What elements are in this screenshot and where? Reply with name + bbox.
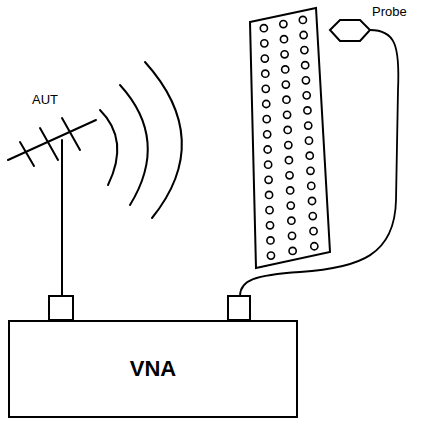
panel-hole xyxy=(282,81,289,88)
panel-hole xyxy=(288,232,295,239)
panel-hole xyxy=(305,137,312,144)
panel-hole xyxy=(262,85,269,92)
radio-wave xyxy=(145,62,182,218)
instrument-box: VNA xyxy=(8,320,298,418)
panel-hole xyxy=(280,36,287,43)
panel-hole xyxy=(262,70,269,77)
panel-hole xyxy=(301,47,308,54)
probe-symbol xyxy=(330,20,370,41)
instrument-name: VNA xyxy=(130,356,176,382)
panel-hole xyxy=(304,107,311,114)
panel-hole xyxy=(280,20,287,27)
part-label: Probe xyxy=(372,4,407,19)
panel-hole xyxy=(285,141,292,148)
panel-hole xyxy=(264,131,271,138)
panel-hole xyxy=(302,62,309,69)
panel-hole xyxy=(287,187,294,194)
panel-hole xyxy=(267,252,274,259)
panel-hole xyxy=(288,217,295,224)
panel-hole xyxy=(311,243,318,250)
panel-hole xyxy=(266,207,273,214)
probe-scan-panel xyxy=(250,8,330,268)
panel-hole xyxy=(265,191,272,198)
panel-hole xyxy=(309,212,316,219)
vna-port xyxy=(228,296,250,320)
panel-holes xyxy=(260,16,318,259)
panel-hole xyxy=(283,111,290,118)
panel-hole xyxy=(308,197,315,204)
panel-hole xyxy=(282,66,289,73)
radio-wave xyxy=(100,110,117,185)
probe-cable xyxy=(240,30,398,296)
radio-wave xyxy=(120,85,148,205)
panel-hole xyxy=(284,126,291,133)
panel-hole xyxy=(303,92,310,99)
antenna-element xyxy=(40,128,58,160)
panel-hole xyxy=(302,77,309,84)
panel-hole xyxy=(300,31,307,38)
antenna-element xyxy=(20,142,34,166)
panel-hole xyxy=(308,182,315,189)
antenna-boom xyxy=(8,120,96,160)
vna-port xyxy=(49,296,73,320)
panel-hole xyxy=(286,172,293,179)
panel-hole xyxy=(306,152,313,159)
panel-hole xyxy=(285,157,292,164)
panel-hole xyxy=(260,25,267,32)
panel-hole xyxy=(289,247,296,254)
part-label: AUT xyxy=(32,92,58,107)
panel-hole xyxy=(265,176,272,183)
panel-hole xyxy=(265,161,272,168)
panel-hole xyxy=(261,40,268,47)
panel-hole xyxy=(264,146,271,153)
panel-hole xyxy=(263,100,270,107)
panel-hole xyxy=(287,202,294,209)
panel-hole xyxy=(261,55,268,62)
panel-hole xyxy=(310,228,317,235)
panel-hole xyxy=(305,122,312,129)
panel-hole xyxy=(266,222,273,229)
antenna-mast xyxy=(61,140,63,296)
panel-hole xyxy=(283,96,290,103)
antenna-element xyxy=(62,118,80,150)
panel-hole xyxy=(267,237,274,244)
panel-hole xyxy=(299,16,306,23)
panel-hole xyxy=(307,167,314,174)
panel-hole xyxy=(263,116,270,123)
panel-hole xyxy=(281,51,288,58)
